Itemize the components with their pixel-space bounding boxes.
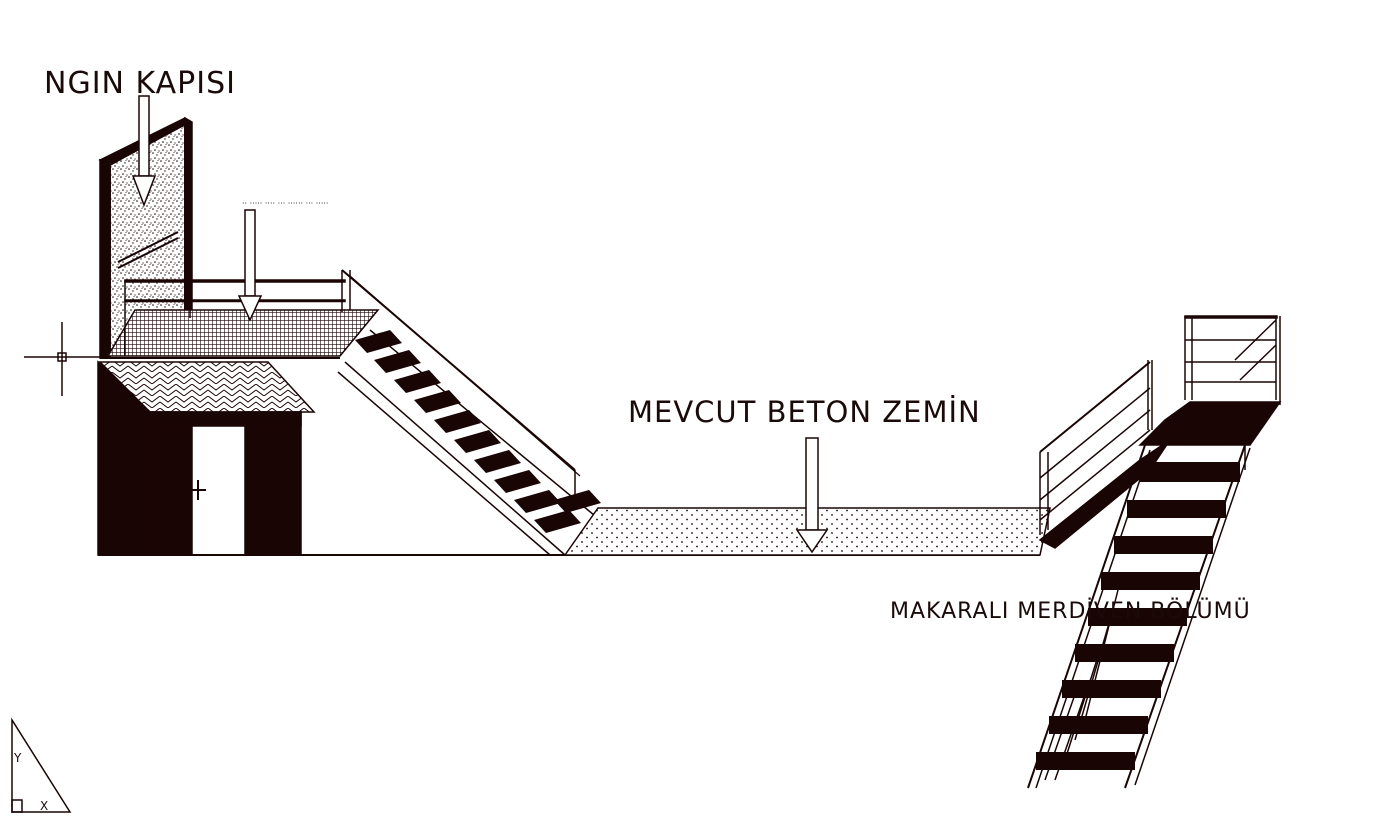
small-note-label: ·· ····· ···· ··· ······ ··· ····· — [242, 199, 328, 208]
door-label: NGIN KAPISI — [44, 66, 236, 101]
right-structure — [1027, 315, 1282, 789]
left-structure — [97, 116, 380, 556]
roller-stair-label: MAKARALI MERDİVEN BÖLÜMÜ — [890, 598, 1251, 624]
ucs-x-label: X — [40, 799, 48, 813]
upper-right-rail — [1184, 315, 1281, 405]
stair-treads — [355, 330, 601, 533]
ucs-icon — [11, 717, 72, 813]
crosshair-cursor — [24, 322, 100, 396]
ucs-y-label: Y — [13, 751, 22, 765]
leader-arrows — [131, 95, 829, 554]
floor-arrow — [795, 437, 829, 554]
right-railing — [1039, 360, 1153, 535]
fixed-stair — [337, 269, 601, 556]
connecting-ramp — [1038, 439, 1171, 549]
floor-label: MEVCUT BETON ZEMİN — [628, 395, 981, 429]
landing-arrow — [237, 209, 263, 322]
small-building — [97, 360, 302, 556]
right-platform — [1138, 401, 1282, 446]
door-arrow — [131, 95, 157, 208]
upper-landing — [106, 270, 380, 357]
roller-stair — [1027, 444, 1251, 789]
roller-stair-treads — [1036, 462, 1240, 770]
